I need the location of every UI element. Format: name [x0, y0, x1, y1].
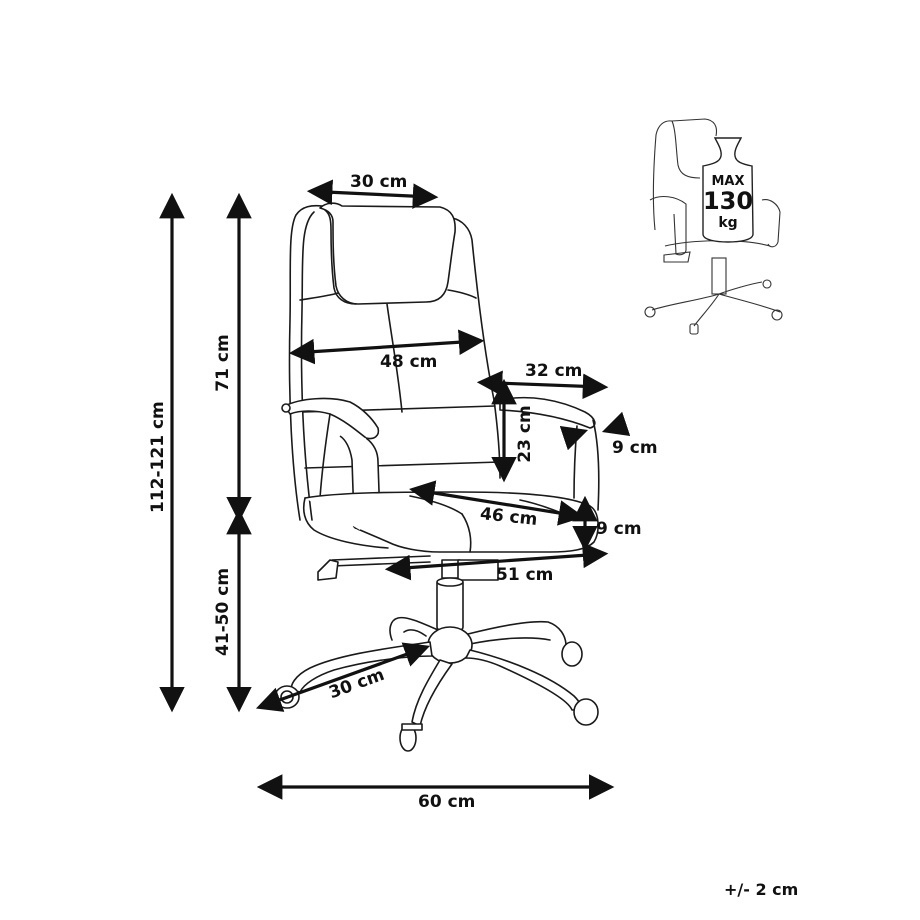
- label-base-width: 60 cm: [418, 792, 476, 812]
- dim-seat-width-arrow: [384, 542, 609, 581]
- label-headrest-width: 30 cm: [350, 172, 408, 192]
- dim-armrest-width-arrow-right: [601, 411, 631, 437]
- label-armrest-height: 23 cm: [515, 405, 535, 463]
- max-load-thumbnail: [644, 118, 783, 335]
- max-load-value: 130: [702, 187, 754, 215]
- label-backrest-width: 48 cm: [380, 352, 438, 372]
- label-armrest-depth: 32 cm: [525, 361, 583, 381]
- dim-backrest-width-arrow: [288, 329, 485, 365]
- tolerance-note: +/- 2 cm: [724, 880, 799, 899]
- chair-gas-lift: [436, 577, 464, 631]
- dim-seat-depth-arrow: [409, 480, 585, 526]
- dim-armrest-width-arrow-left: [559, 425, 589, 451]
- label-backrest-height: 71 cm: [213, 334, 233, 392]
- chair-seat: [302, 491, 599, 553]
- label-total-height: 112-121 cm: [148, 401, 168, 513]
- label-armrest-width: 9 cm: [612, 438, 658, 458]
- dim-headrest-width-arrow: [306, 179, 439, 209]
- label-seat-height: 41-50 cm: [213, 567, 233, 657]
- label-seat-thickness: 9 cm: [596, 519, 642, 539]
- max-load-label: MAX: [711, 174, 745, 189]
- max-load-unit: kg: [718, 215, 738, 231]
- label-seat-width: 51 cm: [496, 565, 554, 585]
- dim-armrest-depth-arrow: [476, 370, 609, 400]
- dim-base-leg-arrow: [255, 642, 431, 712]
